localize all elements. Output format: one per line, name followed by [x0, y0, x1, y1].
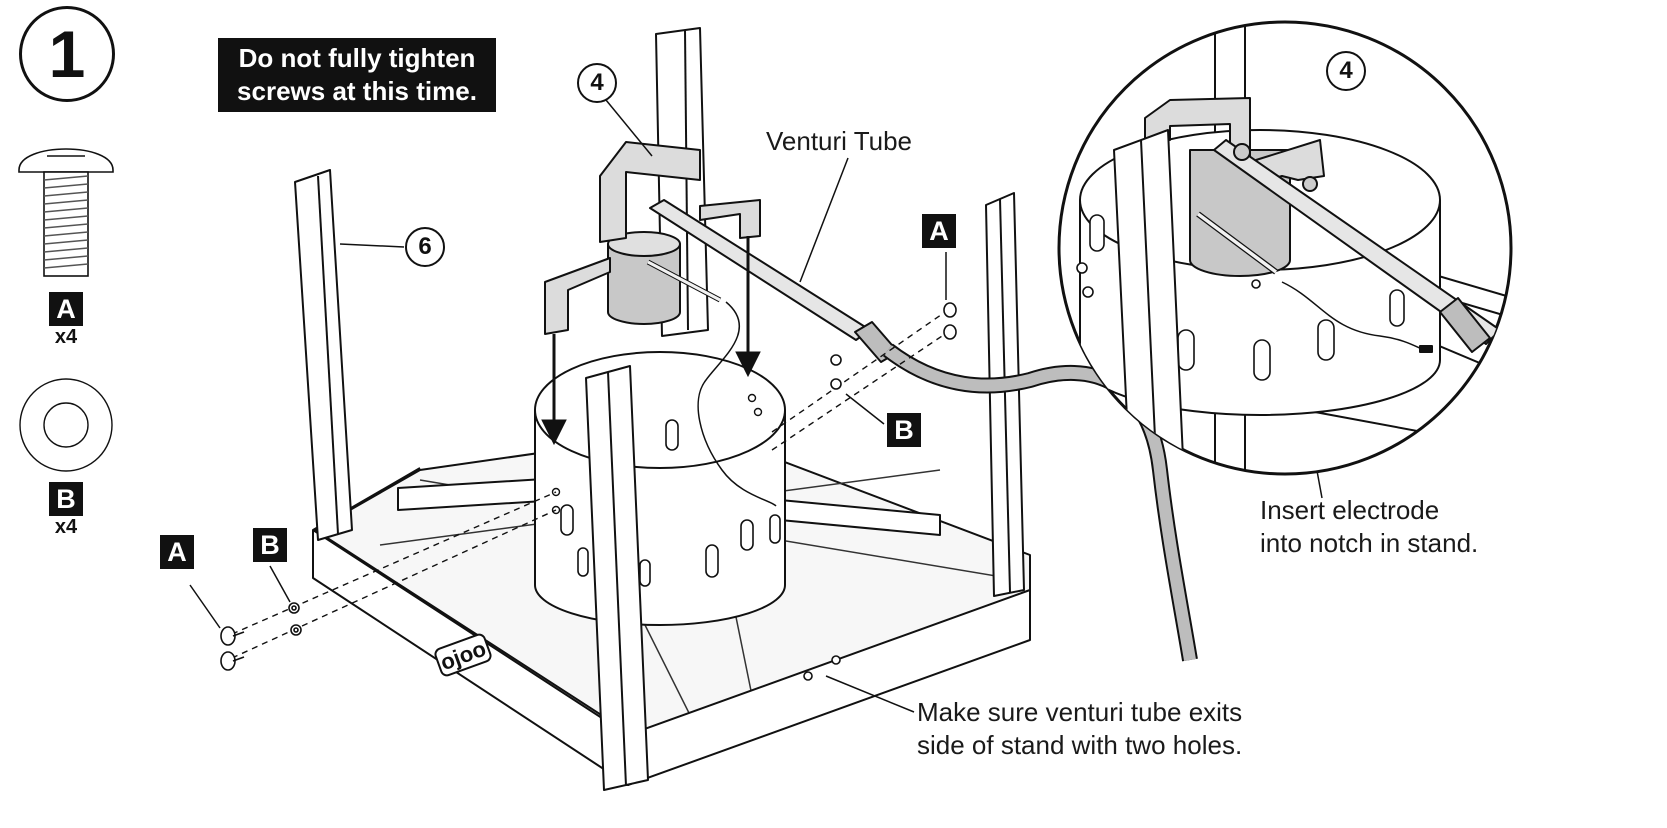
hardware-left	[220, 602, 302, 671]
brand-mark	[434, 633, 492, 677]
placement-arrows	[541, 236, 761, 446]
warning-line-1: Do not fully tighten	[238, 43, 476, 73]
electrode-instruction: Insert electrode into notch in stand.	[1260, 494, 1478, 560]
callout-part-6: 6	[405, 227, 445, 267]
part-b-badge: B	[49, 482, 83, 516]
callout-washer-b-right: B	[887, 413, 921, 447]
stand-legs	[294, 27, 1025, 791]
washer-icon	[19, 378, 113, 472]
burner-bracket	[544, 141, 899, 363]
screw-icon	[18, 148, 114, 277]
detail-inset	[1057, 20, 1513, 476]
step-number: 1	[19, 6, 115, 102]
alignment-guides	[231, 309, 949, 659]
part-a-quantity: x4	[54, 326, 78, 348]
callout-screw-a-right: A	[922, 214, 956, 248]
callout-detail-part-4: 4	[1326, 51, 1366, 91]
warning-line-2: screws at this time.	[237, 76, 477, 106]
electrode-wire	[697, 301, 777, 507]
callout-screw-a-left: A	[160, 535, 194, 569]
electrode-line-1: Insert electrode	[1260, 495, 1440, 525]
venturi-tube-label: Venturi Tube	[766, 126, 912, 156]
warning-banner: Do not fully tighten screws at this time…	[218, 38, 496, 112]
exit-line-2: side of stand with two holes.	[917, 730, 1243, 760]
hardware-right	[803, 302, 957, 681]
part-a-badge: A	[49, 292, 83, 326]
callout-washer-b-left: B	[253, 528, 287, 562]
part-b-quantity: x4	[54, 516, 78, 538]
callout-part-4: 4	[577, 63, 617, 103]
exit-instruction: Make sure venturi tube exits side of sta…	[917, 696, 1242, 762]
electrode-line-2: into notch in stand.	[1260, 528, 1479, 558]
exit-line-1: Make sure venturi tube exits	[917, 697, 1243, 727]
